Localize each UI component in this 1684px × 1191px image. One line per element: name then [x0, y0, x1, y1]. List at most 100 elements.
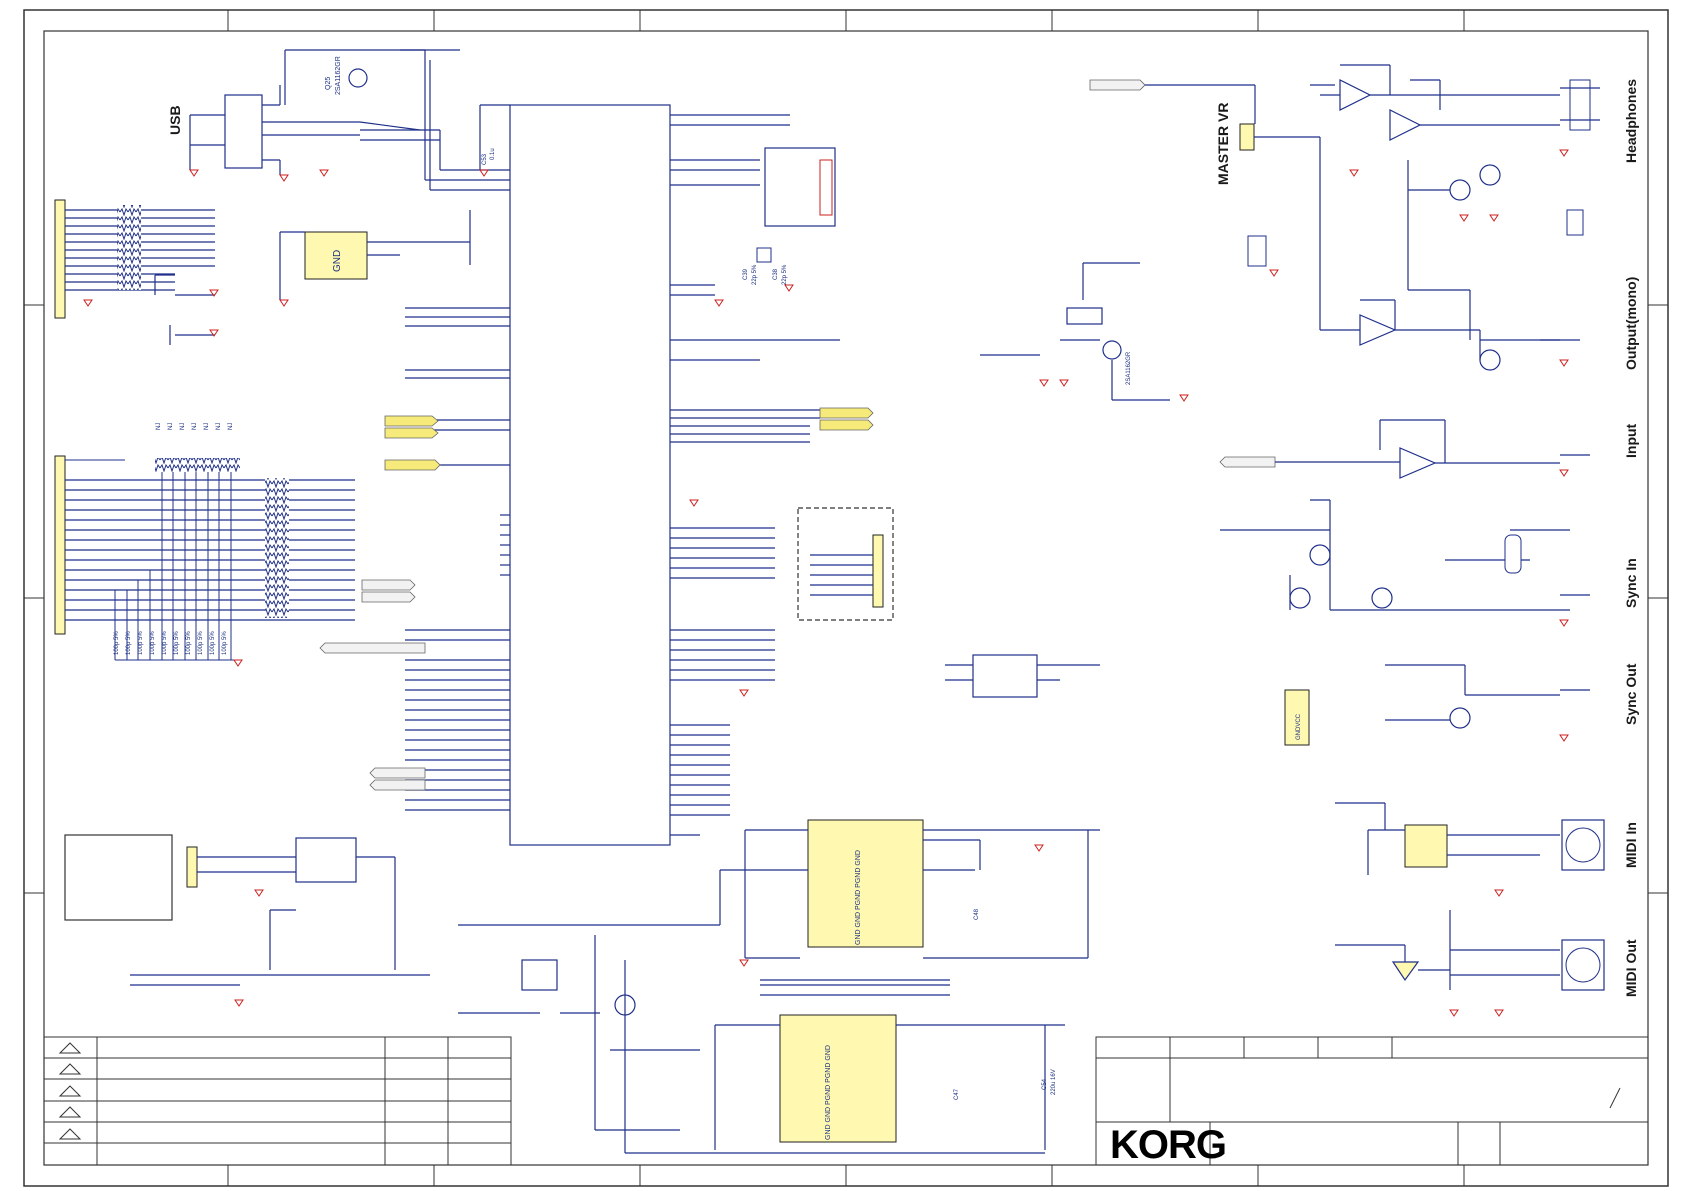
net-flag-g4 — [369, 767, 426, 779]
resistor-array-3 — [265, 478, 289, 618]
c38-label: C38 — [773, 268, 779, 280]
c53-value: 0.1u — [490, 148, 496, 160]
revision-block — [43, 1036, 512, 1166]
opamp-package — [1566, 209, 1584, 236]
power-ic-1 — [807, 819, 924, 948]
regulator-gnd-label: GND — [332, 250, 343, 272]
out-transistor — [1479, 349, 1501, 371]
power-ic-2-pins: GND GND PGND PGND GND — [825, 1045, 832, 1140]
net-flag-g3 — [319, 642, 426, 654]
mid-ic — [972, 654, 1038, 698]
master-vr-wires — [1145, 84, 1335, 138]
net-flag-y1 — [384, 415, 439, 427]
bottom-transistor — [614, 994, 636, 1016]
midi-in-din-circle — [1565, 827, 1601, 863]
master-vr-label: MASTER VR — [1215, 103, 1231, 185]
module-connector — [872, 534, 884, 608]
power-ic-1-pins: GND GND PGND PGND GND — [855, 850, 862, 945]
master-vr-connector — [1239, 123, 1255, 151]
c47-label: C47 — [954, 1088, 960, 1100]
mid-ic-wires — [945, 664, 1100, 681]
resistor-array-2 — [155, 458, 240, 472]
title-block — [1095, 1036, 1649, 1166]
svg-text:100p 5%: 100p 5% — [210, 631, 216, 655]
cn2-wires — [65, 479, 355, 621]
svg-text:NJ: NJ — [168, 423, 174, 430]
mcu-chip — [509, 104, 671, 846]
cn2-vertical-taps — [65, 459, 236, 661]
svg-text:100p 5%: 100p 5% — [114, 631, 120, 655]
svg-text:100p 5%: 100p 5% — [162, 631, 168, 655]
nj-labels: NJ NJ NJ NJ NJ NJ NJ — [156, 423, 234, 430]
mcu-left-bus — [405, 307, 510, 811]
c54-label: C54 — [1042, 1078, 1048, 1090]
sync-out-label: Sync Out — [1623, 663, 1639, 725]
sync-in-diode-pair — [1504, 534, 1522, 574]
svg-text:NJ: NJ — [204, 423, 210, 430]
sync-in-transistor-1 — [1309, 544, 1331, 566]
header-connector — [764, 147, 836, 227]
c53-label: C53 — [482, 153, 488, 165]
zone-ticks — [24, 10, 1668, 1186]
svg-text:100p 5%: 100p 5% — [198, 631, 204, 655]
svg-text:100p 5%: 100p 5% — [222, 631, 228, 655]
cap-value-labels: 100p 5% 100p 5% 100p 5% 100p 5% 100p 5% … — [114, 631, 228, 655]
q25-label: Q25 — [325, 77, 332, 90]
sync-in-section — [1220, 499, 1590, 611]
net-flags — [319, 79, 1276, 791]
usb-section — [189, 49, 510, 191]
net-flag-g5 — [369, 779, 426, 791]
input-section — [1275, 419, 1590, 479]
power-ic-2 — [779, 1014, 897, 1143]
svg-text:NJ: NJ — [180, 423, 186, 430]
hp-transistor-2 — [1479, 164, 1501, 186]
usb-label: USB — [167, 105, 183, 135]
net-flag-y4 — [819, 407, 874, 419]
dual-opamp — [1247, 235, 1267, 267]
power-connector — [186, 846, 198, 888]
sync-in-transistor-2 — [1289, 587, 1311, 609]
net-flag-y2 — [384, 427, 439, 439]
connector-cn2 — [54, 455, 66, 635]
svg-text:NJ: NJ — [192, 423, 198, 430]
midi-out-din-circle — [1565, 947, 1601, 983]
sync-in-transistor-3 — [1371, 587, 1393, 609]
mcu-right-bus — [670, 114, 840, 836]
bridge-rectifier — [295, 837, 357, 883]
regulator-wires — [279, 210, 471, 300]
midi-in-optocoupler — [1404, 824, 1448, 868]
gndvcc-ic — [1284, 689, 1310, 746]
net-flag-g1 — [361, 579, 416, 591]
midi-in-section — [1335, 802, 1560, 875]
svg-text:100p 5%: 100p 5% — [126, 631, 132, 655]
sync-in-label: Sync In — [1623, 558, 1639, 608]
korg-logo: KORG — [1110, 1123, 1226, 1167]
bottom-optocoupler — [521, 959, 558, 991]
c38-value: 22p 5% — [782, 264, 788, 285]
power-input-wires — [130, 856, 430, 986]
hp-jack — [1569, 79, 1591, 131]
svg-text:100p 5%: 100p 5% — [150, 631, 156, 655]
midi-out-label: MIDI Out — [1623, 939, 1639, 997]
c48-label: C48 — [974, 908, 980, 920]
svg-text:NJ: NJ — [156, 423, 162, 430]
headphones-label: Headphones — [1623, 79, 1639, 163]
ground-markers — [83, 149, 1569, 1017]
center-driver — [980, 262, 1170, 401]
hp-transistor-1 — [1449, 179, 1471, 201]
output-mono-section — [1320, 299, 1580, 360]
crystal — [756, 247, 772, 263]
net-flag-g7 — [1219, 456, 1276, 468]
connector-cn1 — [54, 199, 66, 319]
resistor-array-1 — [117, 205, 141, 290]
midi-out-section — [1335, 910, 1560, 990]
sync-out-section — [1385, 664, 1590, 721]
svg-text:100p 5%: 100p 5% — [174, 631, 180, 655]
q25-type: 2SA1162GR — [335, 56, 342, 95]
net-flag-g2 — [361, 591, 416, 603]
c54-value: 220u 16V — [1051, 1069, 1057, 1095]
svg-text:NJ: NJ — [228, 423, 234, 430]
regulator-ic — [304, 231, 368, 280]
svg-text:100p 5%: 100p 5% — [186, 631, 192, 655]
